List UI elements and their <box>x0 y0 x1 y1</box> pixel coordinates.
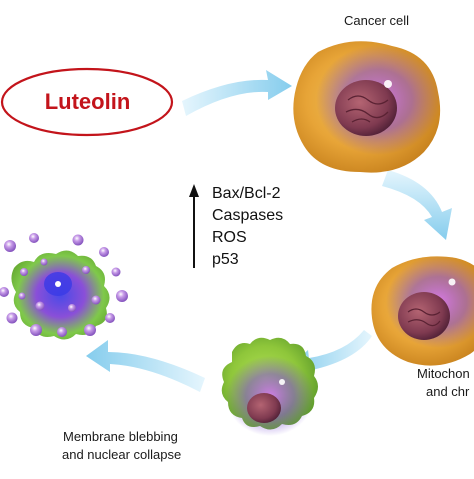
mitochondria-stage-cell <box>371 256 474 366</box>
arrow-to-apoptotic-body <box>86 340 205 392</box>
drug-label: Luteolin <box>44 88 131 114</box>
mitochondria-label-line1: Mitochon <box>417 366 470 381</box>
blebbing-cell-nucleus <box>247 393 281 423</box>
increase-arrow-head <box>189 184 199 197</box>
marker-bax-bcl2: Bax/Bcl-2 <box>212 185 281 202</box>
arrow-to-mitochondria-cell <box>382 170 452 240</box>
arrow-to-cancer-cell <box>182 70 292 116</box>
cancer-cell <box>293 41 441 173</box>
mitochondria-label-line2: and chr <box>426 384 470 399</box>
marker-ros: ROS <box>212 229 247 246</box>
cancer-cell-label: Cancer cell <box>344 13 410 28</box>
apoptotic-body <box>0 233 128 340</box>
mitochondria-cell-nucleus <box>398 292 450 340</box>
drug-ellipse <box>0 67 174 137</box>
marker-p53: p53 <box>212 251 239 268</box>
membrane-label-line1: Membrane blebbing <box>63 429 178 444</box>
marker-list: Bax/Bcl-2 Caspases ROS p53 <box>212 183 283 271</box>
blebbing-cell <box>221 337 318 436</box>
marker-caspases: Caspases <box>212 207 284 224</box>
cancer-cell-nucleus <box>335 80 397 136</box>
apoptotic-vesicles <box>0 233 128 337</box>
membrane-label-line2: and nuclear collapse <box>62 447 182 462</box>
